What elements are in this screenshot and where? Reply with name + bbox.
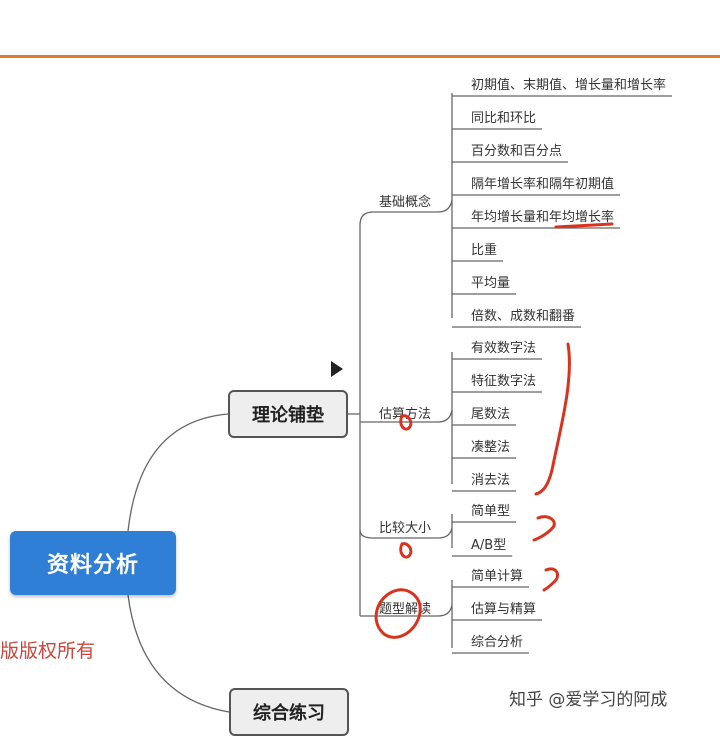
- leaf-question-2[interactable]: 估算与精算: [471, 602, 537, 617]
- leaf-basics-7[interactable]: 平均量: [471, 276, 511, 291]
- leaf-basics-8[interactable]: 倍数、成数和翻番: [471, 309, 576, 324]
- leaf-basics-3[interactable]: 百分数和百分点: [471, 144, 563, 159]
- group-label-question[interactable]: 题型解读: [379, 602, 432, 617]
- leaf-basics-5[interactable]: 年均增长量和年均增长率: [471, 210, 615, 225]
- leaf-basics-2[interactable]: 同比和环比: [471, 111, 537, 126]
- group-label-estimation[interactable]: 估算方法: [379, 407, 432, 422]
- watermark: 知乎 @爱学习的阿成: [509, 690, 668, 710]
- branch-practice-node[interactable]: 综合练习: [229, 688, 349, 736]
- leaf-compare-1[interactable]: 简单型: [471, 504, 511, 519]
- leaf-estimation-5[interactable]: 消去法: [471, 473, 511, 488]
- leaf-estimation-3[interactable]: 尾数法: [471, 407, 511, 422]
- leaf-question-3[interactable]: 综合分析: [471, 635, 524, 650]
- leaf-compare-2[interactable]: A/B型: [471, 538, 507, 553]
- leaf-question-1[interactable]: 简单计算: [471, 569, 524, 584]
- leaf-estimation-4[interactable]: 凑整法: [471, 440, 511, 455]
- leaf-basics-1[interactable]: 初期值、末期值、增长量和增长率: [471, 78, 667, 93]
- connector-group-compare: [359, 529, 438, 539]
- top-accent-rule: [0, 55, 720, 58]
- copyright-fragment: 版版权所有: [0, 640, 96, 662]
- group-label-compare[interactable]: 比较大小: [379, 521, 432, 536]
- leaf-basics-4[interactable]: 隔年增长率和隔年初期值: [471, 177, 615, 192]
- leaf-estimation-1[interactable]: 有效数字法: [471, 341, 537, 356]
- connector-root-practice: [127, 594, 230, 713]
- root-node[interactable]: 资料分析: [10, 531, 176, 595]
- connector-group-basics: [359, 211, 438, 226]
- branch-theory-node[interactable]: 理论铺垫: [228, 390, 348, 438]
- connector-root-theory: [127, 413, 229, 532]
- group-label-basics[interactable]: 基础概念: [379, 195, 432, 210]
- play-icon[interactable]: [331, 361, 343, 377]
- leaf-estimation-2[interactable]: 特征数字法: [471, 374, 537, 389]
- leaf-basics-6[interactable]: 比重: [471, 243, 498, 258]
